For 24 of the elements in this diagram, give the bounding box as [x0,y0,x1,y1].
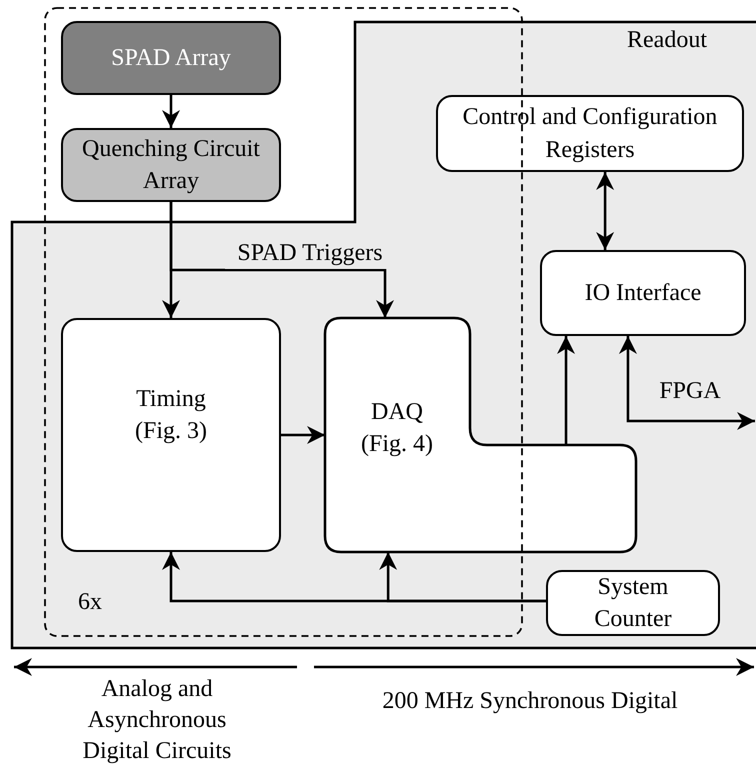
process-box [546,570,720,636]
arrow [596,172,614,250]
node-label: System Counter [593,572,673,634]
region-caption: 200 MHz Synchronous Digital [381,687,679,716]
arrow [618,336,755,430]
region-caption: Analog and Asynchronous Digital Circuits [82,675,232,766]
process-box [61,21,281,95]
process-box [540,250,746,336]
region-label: 6x [77,588,103,617]
process-box [436,95,744,172]
node-label: Control and Configuration Registers [462,103,718,164]
node-label: Quenching Circuit Array [81,134,261,196]
arrow [557,336,576,446]
process-box [61,318,281,552]
node-label: IO Interface [584,278,702,308]
arrow [379,552,546,602]
arrow [281,426,325,444]
process-box [61,128,281,202]
arrow [162,95,180,128]
arrow [170,202,394,318]
region-label: Readout [626,26,708,55]
node-label: SPAD Array [110,44,232,73]
node-label: DAQ (Fig. 4) [360,398,434,460]
node-label: Timing (Fig. 3) [134,384,208,446]
